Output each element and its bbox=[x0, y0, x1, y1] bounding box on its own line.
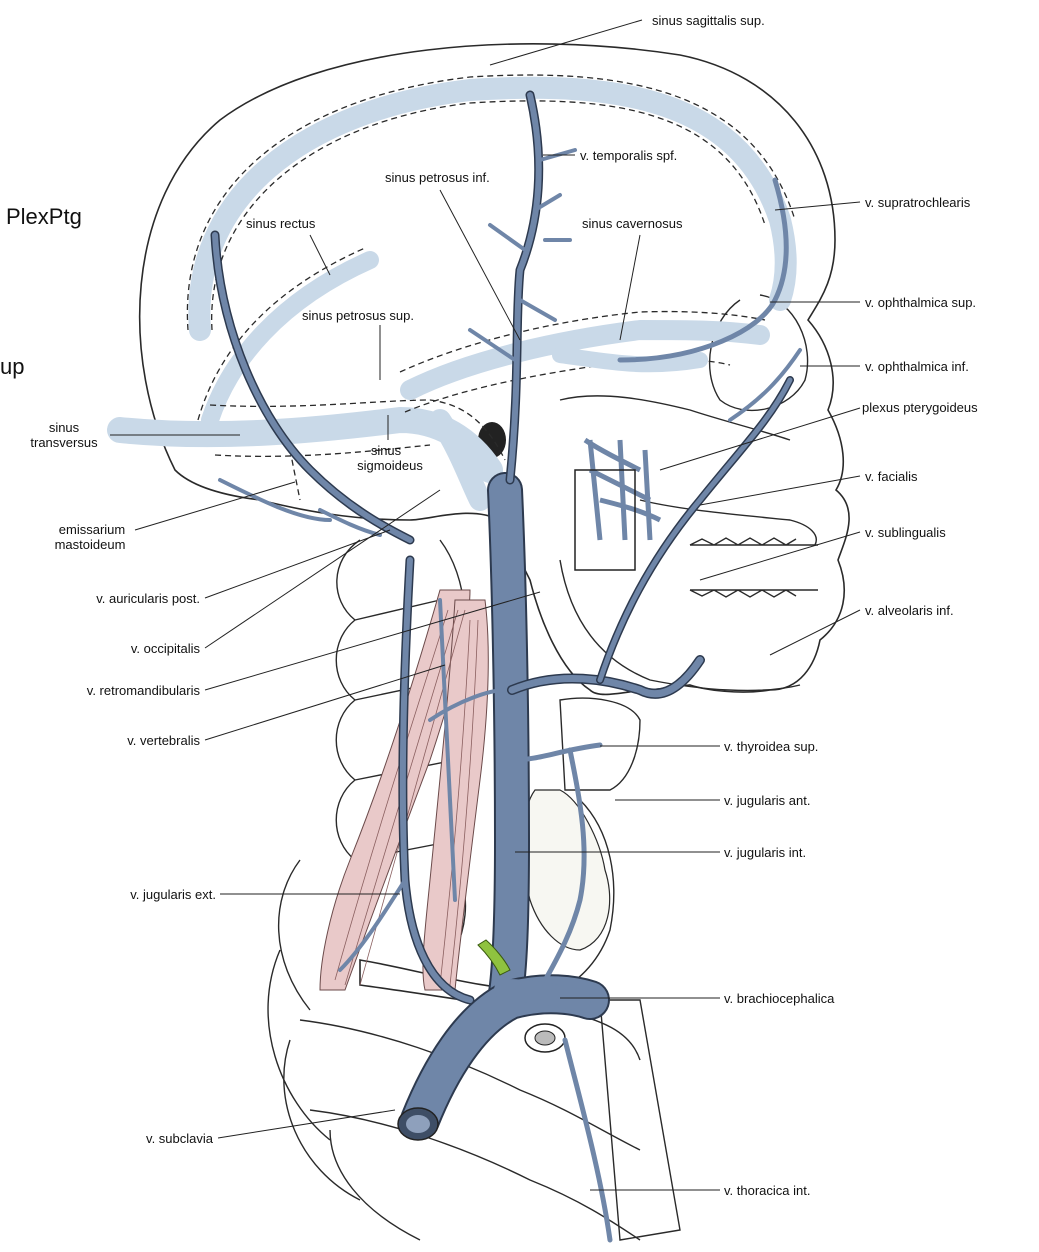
label-v-retromandibularis: v. retromandibularis bbox=[87, 683, 201, 698]
label-sinus-petrosus-sup: sinus petrosus sup. bbox=[302, 308, 414, 323]
label-v-auricularis-post: v. auricularis post. bbox=[96, 591, 200, 606]
label-sinus-petrosus-inf: sinus petrosus inf. bbox=[385, 170, 490, 185]
label-v-ophthalmica-inf: v. ophthalmica inf. bbox=[865, 359, 969, 374]
label-emissarium-line2: mastoideum bbox=[55, 537, 126, 552]
label-emissarium-line1: emissarium bbox=[59, 522, 125, 537]
label-v-thoracica-int: v. thoracica int. bbox=[724, 1183, 810, 1198]
internal-jugular-vein bbox=[505, 490, 512, 1000]
label-v-sublingualis: v. sublingualis bbox=[865, 525, 946, 540]
label-v-supratrochlearis: v. supratrochlearis bbox=[865, 195, 971, 210]
label-v-ophthalmica-sup: v. ophthalmica sup. bbox=[865, 295, 976, 310]
label-v-jugularis-ext: v. jugularis ext. bbox=[130, 887, 216, 902]
label-v-thyroidea-sup: v. thyroidea sup. bbox=[724, 739, 818, 754]
label-sinus-sagittalis-sup: sinus sagittalis sup. bbox=[652, 13, 765, 28]
label-plexus-pterygoideus: plexus pterygoideus bbox=[862, 400, 978, 415]
label-sinus-sigmoideus-line2: sigmoideus bbox=[357, 458, 423, 473]
label-sinus-transversus-line1: sinus bbox=[49, 420, 80, 435]
label-sinus-transversus-line2: transversus bbox=[30, 435, 98, 450]
label-v-vertebralis: v. vertebralis bbox=[127, 733, 200, 748]
label-v-facialis: v. facialis bbox=[865, 469, 918, 484]
label-v-occipitalis: v. occipitalis bbox=[131, 641, 201, 656]
label-sinus-sigmoideus-line1: sinus bbox=[371, 443, 402, 458]
label-v-jugularis-ant: v. jugularis ant. bbox=[724, 793, 810, 808]
label-sinus-rectus: sinus rectus bbox=[246, 216, 316, 231]
overlay-text-up: up bbox=[0, 354, 24, 379]
overlay-text-plexptg: PlexPtg bbox=[6, 204, 82, 229]
label-sinus-cavernosus: sinus cavernosus bbox=[582, 216, 683, 231]
label-v-temporalis-spf: v. temporalis spf. bbox=[580, 148, 677, 163]
label-v-jugularis-int: v. jugularis int. bbox=[724, 845, 806, 860]
label-v-subclavia: v. subclavia bbox=[146, 1131, 214, 1146]
label-v-brachiocephalica: v. brachiocephalica bbox=[724, 991, 835, 1006]
label-v-alveolaris-inf: v. alveolaris inf. bbox=[865, 603, 954, 618]
